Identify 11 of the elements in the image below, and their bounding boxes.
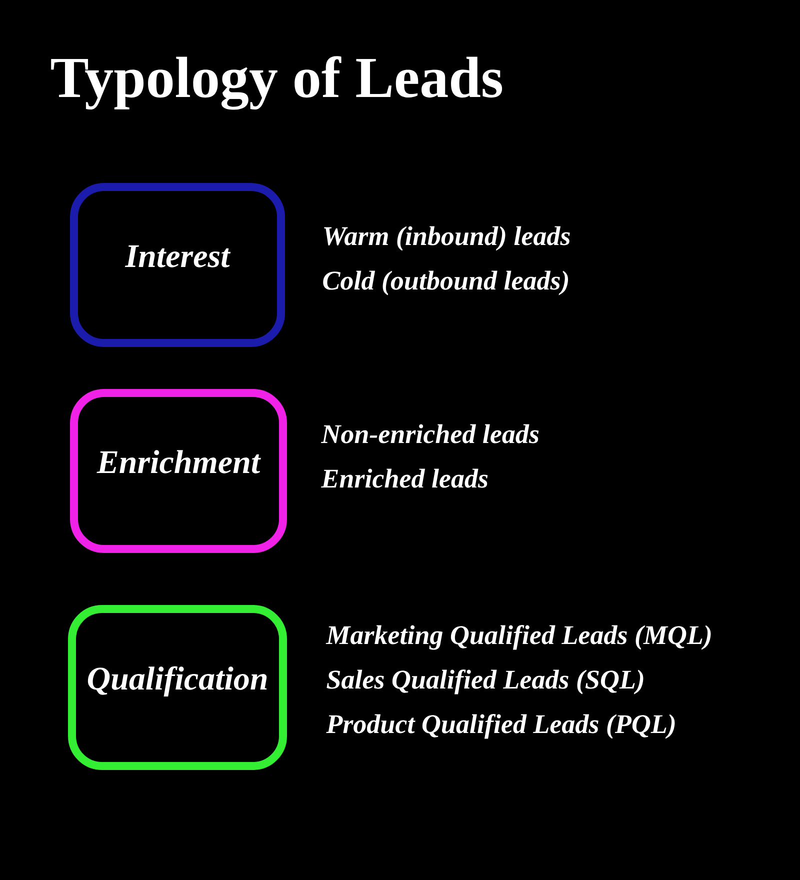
title: Typology of Leads <box>51 56 502 110</box>
list-item: Warm (inbound) leads <box>324 226 570 251</box>
rounded-box: Interest <box>70 183 285 347</box>
list-item: Enriched leads <box>321 468 488 488</box>
list-item: Non-enriched leads <box>320 424 539 444</box>
list-item: Cold (outbound leads) <box>323 270 568 296</box>
rounded-box: Qualification <box>68 605 287 770</box>
rounded-box: Enrichment <box>70 389 287 553</box>
list-item: Sales Qualified Leads (SQL) <box>326 670 644 694</box>
list-item: Product Qualified Leads (PQL) <box>326 714 675 739</box>
list-item: Marketing Qualified Leads (MQL) <box>326 625 711 650</box>
